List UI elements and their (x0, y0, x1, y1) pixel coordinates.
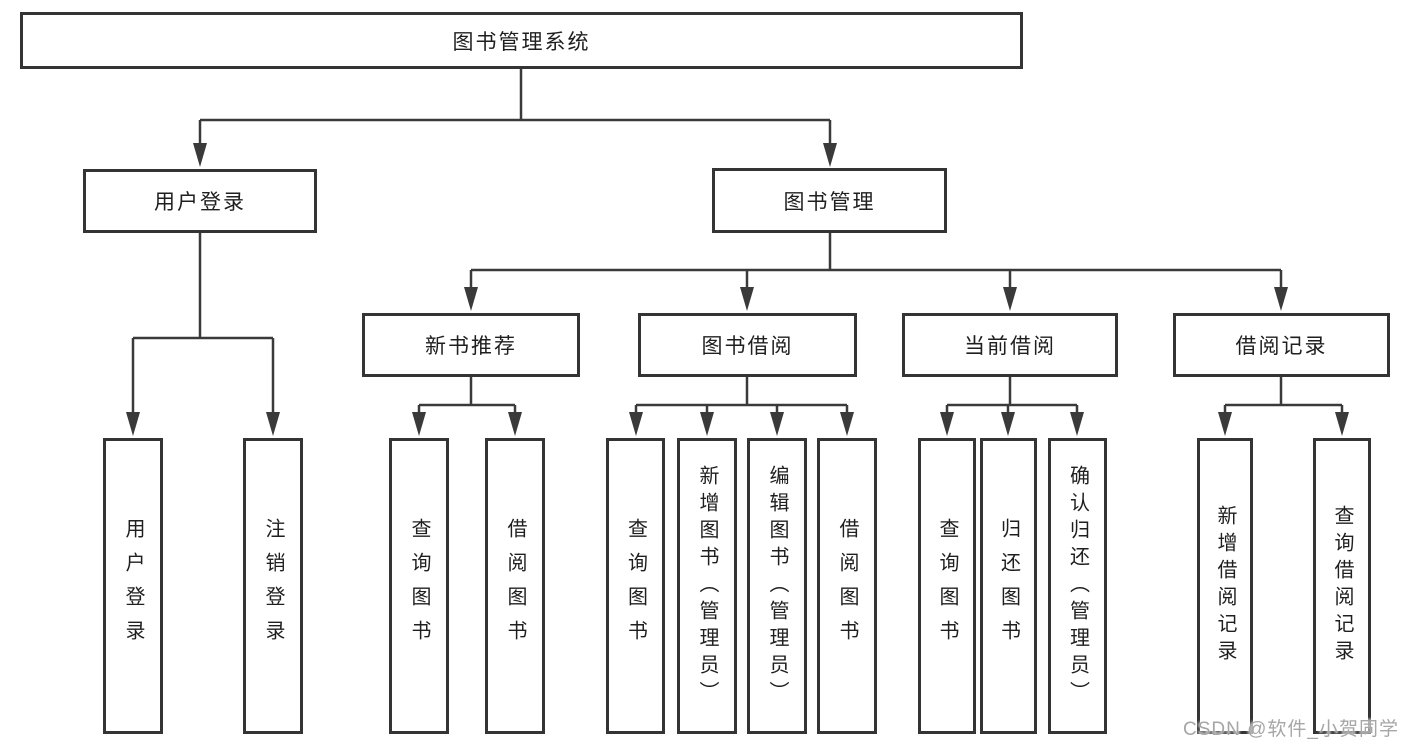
node-label: 图书管理 (783, 190, 876, 214)
leaf-borrow-books-2: 借阅图书 (817, 438, 877, 734)
node-label: 图书借阅 (701, 335, 794, 358)
node-label: 查询借阅记录 (1331, 505, 1353, 667)
node-user-login: 用户登录 (83, 169, 317, 233)
leaf-return-book: 归还图书 (980, 438, 1037, 734)
leaf-query-books-2: 查询图书 (606, 438, 665, 734)
node-label: 新增借阅记录 (1214, 505, 1236, 667)
node-label: 用户登录 (154, 191, 246, 214)
node-label: 借阅图书 (836, 518, 858, 654)
leaf-borrow-books-1: 借阅图书 (485, 438, 545, 734)
node-label: 编辑图书（管理员） (766, 464, 788, 708)
watermark: CSDN @软件_小贺同学 (1183, 719, 1399, 740)
leaf-query-books-1: 查询图书 (389, 438, 449, 734)
leaf-logout: 注销登录 (243, 438, 303, 734)
node-label: 当前借阅 (964, 335, 1056, 358)
node-book-management: 图书管理 (712, 168, 947, 233)
node-borrow-records: 借阅记录 (1173, 313, 1390, 377)
node-label: 归还图书 (997, 518, 1020, 654)
node-label: 查询图书 (408, 518, 430, 654)
leaf-add-borrow-record: 新增借阅记录 (1197, 438, 1253, 734)
node-label: 查询图书 (936, 518, 958, 654)
node-label: 图书管理系统 (452, 30, 591, 54)
node-label: 新书推荐 (425, 335, 517, 358)
node-label: 借阅记录 (1235, 335, 1328, 358)
node-label: 用户登录 (122, 518, 144, 654)
node-book-borrow: 图书借阅 (638, 313, 857, 377)
node-label: 查询图书 (624, 518, 647, 654)
leaf-add-book-admin: 新增图书（管理员） (677, 438, 737, 734)
node-root: 图书管理系统 (20, 12, 1023, 69)
node-new-book-recommend: 新书推荐 (362, 313, 580, 377)
leaf-edit-book-admin: 编辑图书（管理员） (747, 438, 807, 734)
leaf-query-borrow-record: 查询借阅记录 (1313, 438, 1371, 734)
node-label: 确认归还（管理员） (1066, 464, 1089, 708)
node-label: 新增图书（管理员） (696, 464, 718, 708)
leaf-user-login: 用户登录 (103, 438, 163, 734)
leaf-confirm-return-admin: 确认归还（管理员） (1048, 438, 1107, 734)
leaf-query-books-3: 查询图书 (918, 438, 976, 734)
node-label: 借阅图书 (504, 518, 526, 654)
node-current-borrow: 当前借阅 (902, 313, 1118, 377)
node-label: 注销登录 (262, 518, 284, 654)
arrowheads (126, 143, 1349, 436)
